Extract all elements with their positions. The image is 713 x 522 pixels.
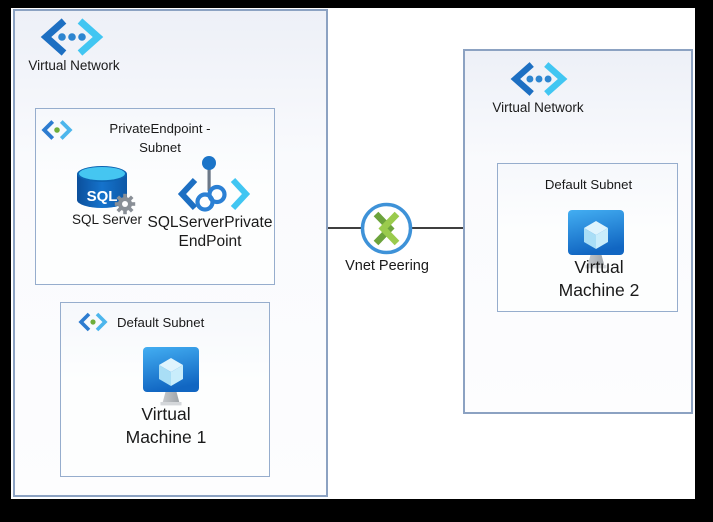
connector-right [412,227,463,229]
pe-subnet-box: PrivateEndpoint - Subnet SQL [35,108,275,285]
right-vnet-label: Virtual Network [492,100,584,115]
pe-subnet-label: PrivateEndpoint - Subnet [79,120,241,157]
subnet-icon [41,118,73,142]
connector-left [328,227,361,229]
vnet-peering-label: Vnet Peering [345,258,429,274]
right-default-subnet-label: Default Subnet [544,177,633,192]
virtual-machine-icon [142,346,200,408]
private-endpoint-label-line1: SQLServerPrivate [147,214,273,231]
private-endpoint-icon [177,151,252,213]
left-vnet-box: Virtual Network PrivateEndpoint - Subnet [13,9,328,497]
vm2-label-line2: Machine 2 [558,280,640,300]
sql-server-icon: SQL [75,164,137,218]
left-vnet-label: Virtual Network [28,58,120,73]
vm2-label-line1: Virtual [574,257,624,277]
virtual-machine-icon [567,209,625,271]
left-default-subnet-box: Default Subnet Virtual Machine 1 [60,302,270,477]
vm1-label-line2: Machine 1 [125,427,207,447]
pe-subnet-label-line1: PrivateEndpoint - [109,121,211,136]
vnet-peering-icon [359,201,414,256]
sql-server-label: SQL Server [71,212,143,227]
vm1-label-line1: Virtual [141,404,191,424]
right-vnet-box: Virtual Network Default Subnet Virtual M… [463,49,693,414]
vm2-label: Virtual Machine 2 [532,256,666,302]
gear-icon [114,193,136,215]
private-endpoint-label-line2: EndPoint [178,233,242,250]
subnet-icon [78,311,108,333]
sql-icon-text: SQL [87,188,118,205]
private-endpoint-label: SQLServerPrivate EndPoint [136,213,284,251]
vm1-label: Virtual Machine 1 [99,403,233,449]
pe-subnet-label-line2: Subnet [139,139,181,155]
virtual-network-icon [508,59,570,99]
left-default-subnet-label: Default Subnet [117,315,205,330]
right-default-subnet-box: Default Subnet Virtual Machine 2 [497,163,678,312]
virtual-network-icon [38,15,106,59]
